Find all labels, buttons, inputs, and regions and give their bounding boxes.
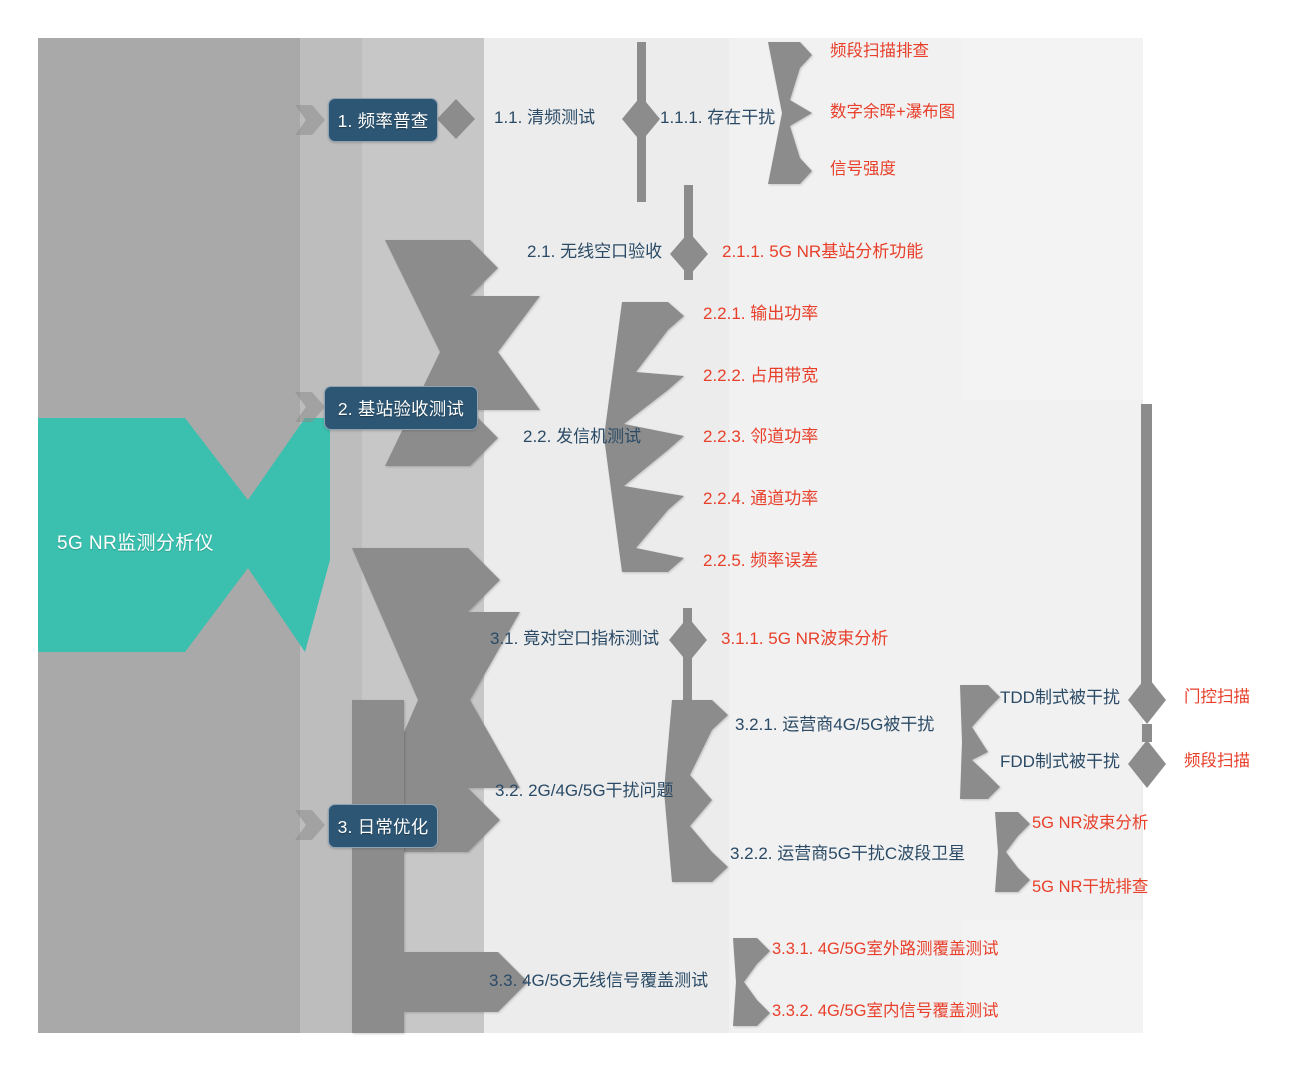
- root-node-shape[interactable]: [38, 418, 330, 652]
- node-1-1-1-c[interactable]: 信号强度: [830, 160, 896, 178]
- node-1-1-1-b[interactable]: 数字余晖+瀑布图: [830, 103, 956, 121]
- node-2-2-4[interactable]: 2.2.4. 通道功率: [703, 489, 819, 508]
- node-1-1-1-a[interactable]: 频段扫描排查: [830, 42, 929, 60]
- node-3-1-1[interactable]: 3.1.1. 5G NR波束分析: [721, 629, 889, 648]
- connector-stem-right: [1128, 404, 1166, 788]
- branch-box-2[interactable]: 2. 基站验收测试: [324, 386, 478, 430]
- connector-chevrons-level1: [295, 105, 325, 840]
- node-3-2[interactable]: 3.2. 2G/4G/5G干扰问题: [495, 781, 674, 800]
- node-3-2-2-b[interactable]: 5G NR干扰排查: [1032, 878, 1149, 896]
- connector-fan-2-2: [604, 302, 684, 572]
- node-2-2[interactable]: 2.2. 发信机测试: [523, 427, 642, 446]
- connector-diamond-1-1: [437, 99, 475, 139]
- node-3-2-2-a[interactable]: 5G NR波束分析: [1032, 814, 1149, 832]
- node-2-2-1[interactable]: 2.2.1. 输出功率: [703, 304, 819, 323]
- connector-fan-3-2-1: [960, 685, 1000, 799]
- node-3-3-1[interactable]: 3.3.1. 4G/5G室外路测覆盖测试: [772, 940, 999, 958]
- connector-branch3-fan: [352, 548, 528, 1033]
- node-3-2-1-a-i[interactable]: 门控扫描: [1184, 688, 1250, 706]
- node-3-3[interactable]: 3.3. 4G/5G无线信号覆盖测试: [489, 971, 709, 990]
- node-3-2-1-b-i[interactable]: 频段扫描: [1184, 752, 1250, 770]
- branch-box-1[interactable]: 1. 频率普查: [328, 98, 438, 142]
- node-2-1-1[interactable]: 2.1.1. 5G NR基站分析功能: [722, 242, 924, 261]
- node-2-1[interactable]: 2.1. 无线空口验收: [527, 242, 663, 261]
- root-node-label: 5G NR监测分析仪: [57, 533, 215, 554]
- connector-fan-1-1-1: [768, 42, 812, 184]
- node-1-1-1[interactable]: 1.1.1. 存在干扰: [660, 108, 776, 127]
- branch-box-3[interactable]: 3. 日常优化: [328, 804, 438, 848]
- node-2-2-2[interactable]: 2.2.2. 占用带宽: [703, 366, 819, 385]
- node-3-2-2[interactable]: 3.2.2. 运营商5G干扰C波段卫星: [730, 844, 966, 863]
- node-3-2-1[interactable]: 3.2.1. 运营商4G/5G被干扰: [735, 715, 935, 734]
- node-3-3-2[interactable]: 3.3.2. 4G/5G室内信号覆盖测试: [772, 1002, 999, 1020]
- connector-fan-3-2: [664, 700, 728, 882]
- connector-fan-3-2-2: [995, 812, 1030, 892]
- connector-diamond-1-1-1: [622, 42, 660, 202]
- connector-diamond-2-1-1: [670, 185, 708, 280]
- node-2-2-5[interactable]: 2.2.5. 频率误差: [703, 551, 819, 570]
- node-1-1[interactable]: 1.1. 清频测试: [494, 108, 596, 127]
- connector-fan-3-3: [733, 938, 770, 1026]
- node-2-2-3[interactable]: 2.2.3. 邻道功率: [703, 427, 819, 446]
- node-3-2-1-b[interactable]: FDD制式被干扰: [1000, 752, 1120, 771]
- node-3-1[interactable]: 3.1. 竟对空口指标测试: [490, 629, 660, 648]
- node-3-2-1-a[interactable]: TDD制式被干扰: [1000, 688, 1120, 707]
- connector-diamond-3-1-1: [669, 608, 707, 713]
